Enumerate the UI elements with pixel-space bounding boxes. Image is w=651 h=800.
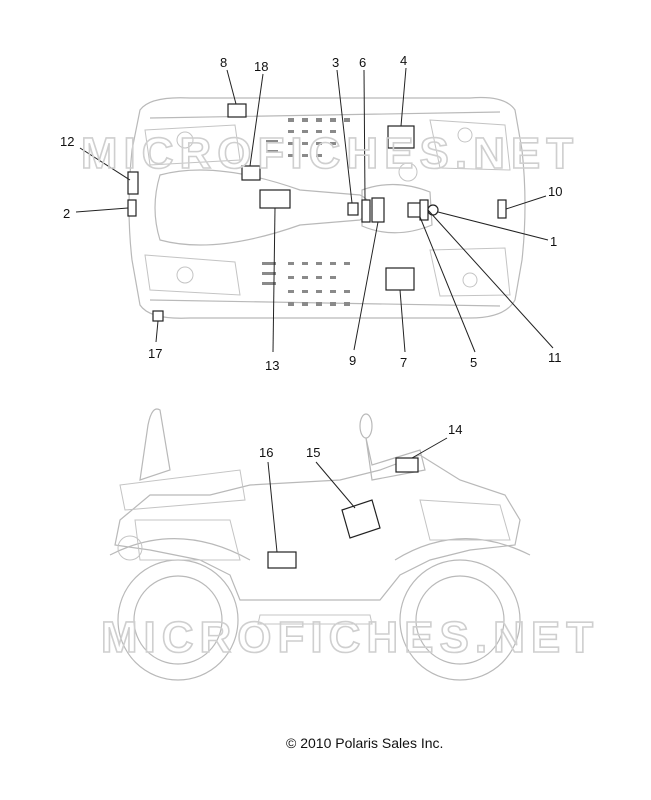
callout-2: 2 bbox=[63, 206, 70, 221]
atv-top-view bbox=[75, 67, 554, 353]
decal-3 bbox=[347, 202, 359, 216]
decal-6 bbox=[361, 199, 371, 223]
callout-18: 18 bbox=[254, 59, 268, 74]
callout-15: 15 bbox=[306, 445, 320, 460]
decal-15 bbox=[341, 499, 381, 539]
callout-6: 6 bbox=[359, 55, 366, 70]
callout-8: 8 bbox=[220, 55, 227, 70]
callout-5: 5 bbox=[470, 355, 477, 370]
atv-side-view bbox=[109, 408, 531, 681]
decal-9 bbox=[371, 197, 385, 223]
callout-14: 14 bbox=[448, 422, 462, 437]
callout-17: 17 bbox=[148, 346, 162, 361]
decal-13 bbox=[259, 189, 291, 209]
decal-1 bbox=[427, 204, 439, 216]
decal-7 bbox=[385, 267, 415, 291]
callout-13: 13 bbox=[265, 358, 279, 373]
footwell-slats-lower bbox=[262, 262, 350, 306]
callout-9: 9 bbox=[349, 353, 356, 368]
decal-12 bbox=[127, 171, 139, 195]
callout-3: 3 bbox=[332, 55, 339, 70]
callout-4: 4 bbox=[400, 53, 407, 68]
decal-10 bbox=[497, 199, 507, 219]
copyright-notice: © 2010 Polaris Sales Inc. bbox=[286, 735, 444, 751]
callout-1: 1 bbox=[550, 234, 557, 249]
decal-5b bbox=[419, 199, 429, 221]
decal-2 bbox=[127, 199, 137, 217]
callout-11: 11 bbox=[548, 350, 562, 365]
decal-17 bbox=[152, 310, 164, 322]
callout-10: 10 bbox=[548, 184, 562, 199]
decal-14 bbox=[395, 457, 419, 473]
decal-8 bbox=[227, 103, 247, 118]
callout-7: 7 bbox=[400, 355, 407, 370]
decal-16 bbox=[267, 551, 297, 569]
decal-18 bbox=[241, 165, 261, 181]
footwell-slats-upper bbox=[266, 118, 350, 157]
callout-16: 16 bbox=[259, 445, 273, 460]
watermark-bottom: MICROFICHES.NET bbox=[101, 613, 599, 662]
callout-12: 12 bbox=[60, 134, 74, 149]
watermark-top: MICROFICHES.NET bbox=[81, 129, 579, 178]
